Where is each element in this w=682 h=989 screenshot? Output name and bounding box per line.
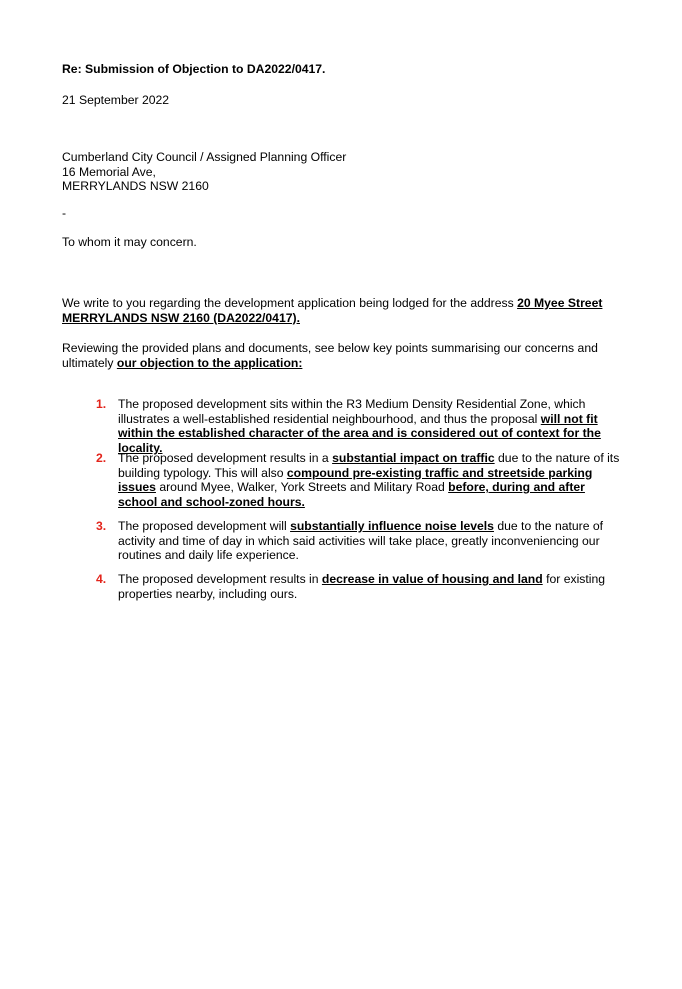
point-text-plain: due to the nature of its building typolo… xyxy=(118,451,620,480)
address-line-2: 16 Memorial Ave, xyxy=(62,164,156,179)
point-text-plain: due to the nature of activity and time o… xyxy=(118,519,604,563)
point-text: The proposed development results in a su… xyxy=(118,451,623,509)
dash-marker: - xyxy=(62,206,67,220)
point-text-plain: for existing properties nearby, includin… xyxy=(118,572,606,601)
point-text-bold: decrease in value of housing and land xyxy=(321,572,543,586)
point-number: 4. xyxy=(96,572,107,586)
point-text-bold: compound pre-existing traffic and street… xyxy=(118,465,593,495)
point-number: 2. xyxy=(96,451,107,465)
point-number: 3. xyxy=(96,519,107,533)
point-text-plain: around Myee, Walker, York Streets and Mi… xyxy=(155,480,449,495)
point-text-bold: before, during and after school and scho… xyxy=(118,480,585,509)
review-text: Reviewing the provided plans and documen… xyxy=(62,341,598,370)
subject-line: Re: Submission of Objection to DA2022/04… xyxy=(62,62,326,76)
point-text-plain: The proposed development results in xyxy=(118,572,322,586)
address-line-1: Cumberland City Council / Assigned Plann… xyxy=(62,150,347,164)
point-text-plain: The proposed development results in a xyxy=(118,451,333,465)
greeting: To whom it may concern. xyxy=(62,235,197,249)
point-text-plain: The proposed development sits within the… xyxy=(118,397,586,426)
point-text-plain: The proposed development will xyxy=(118,519,291,533)
letter-date: 21 September 2022 xyxy=(62,93,170,107)
intro-address-bold: 20 Myee Street MERRYLANDS NSW 2160 (DA20… xyxy=(62,296,603,325)
recipient-address: Cumberland City Council / Assigned Plann… xyxy=(62,150,622,194)
point-text-bold: substantially influence noise levels xyxy=(290,519,494,533)
address-line-3: MERRYLANDS NSW 2160 xyxy=(62,179,209,194)
point-text: The proposed development results in decr… xyxy=(118,572,623,601)
point-text: The proposed development sits within the… xyxy=(118,397,623,455)
point-text-bold: will not fit within the established char… xyxy=(118,411,601,455)
intro-text: We write to you regarding the developmen… xyxy=(62,296,518,310)
point-text-bold: substantial impact on traffic xyxy=(332,451,495,465)
review-objection-bold: our objection to the application: xyxy=(116,355,303,370)
intro-paragraph: We write to you regarding the developmen… xyxy=(62,296,622,325)
point-number: 1. xyxy=(96,397,107,411)
point-text: The proposed development will substantia… xyxy=(118,519,623,563)
review-paragraph: Reviewing the provided plans and documen… xyxy=(62,341,622,370)
